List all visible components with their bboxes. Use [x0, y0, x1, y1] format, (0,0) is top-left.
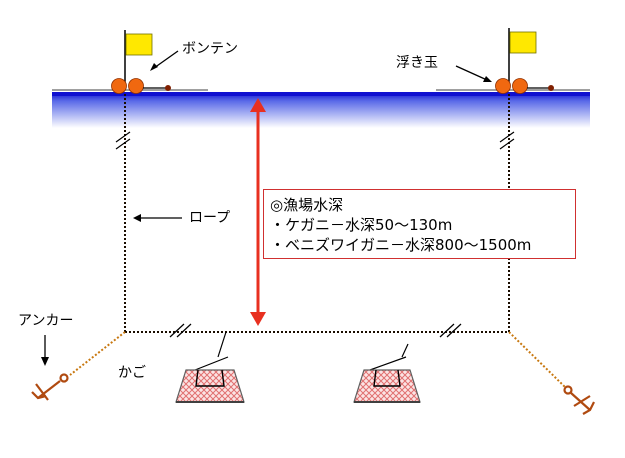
sea-surface	[52, 92, 590, 128]
basket-label: かご	[118, 365, 146, 381]
anchor-label: アンカー	[18, 313, 74, 329]
right-anchor	[563, 385, 595, 415]
anchor-rope	[69, 331, 567, 389]
left-anchor	[31, 373, 69, 401]
info-line-benizuwaigani: ・ベニズワイガニ－水深800～1500m	[270, 236, 532, 254]
float-label: 浮き玉	[396, 55, 438, 71]
bonten-label: ボンテン	[182, 41, 238, 57]
right-flag	[509, 31, 537, 54]
rope-pointer	[133, 214, 182, 222]
depth-arrow	[250, 98, 266, 326]
right-basket-trap	[353, 343, 421, 403]
rope-label: ロープ	[189, 210, 231, 226]
anchor-pointer	[41, 335, 49, 366]
fishing-depth-info-box: ◎漁場水深 ・ケガニ－水深50～130m ・ベニズワイガニ－水深800～1500…	[263, 189, 576, 259]
right-float-1	[495, 78, 511, 94]
left-float-1	[111, 78, 127, 94]
info-title: ◎漁場水深	[270, 196, 344, 214]
left-float-2	[128, 78, 144, 94]
rope-break-marks	[115, 131, 515, 338]
sea-surface-line	[52, 92, 590, 96]
left-basket-trap	[175, 331, 245, 403]
right-float-2	[512, 78, 528, 94]
float-pointer	[455, 65, 492, 82]
info-line-kegani: ・ケガニ－水深50～130m	[270, 216, 453, 234]
left-flag	[125, 33, 153, 56]
right-buoy	[495, 28, 554, 94]
left-buoy	[111, 30, 171, 94]
bonten-pointer	[150, 50, 179, 71]
